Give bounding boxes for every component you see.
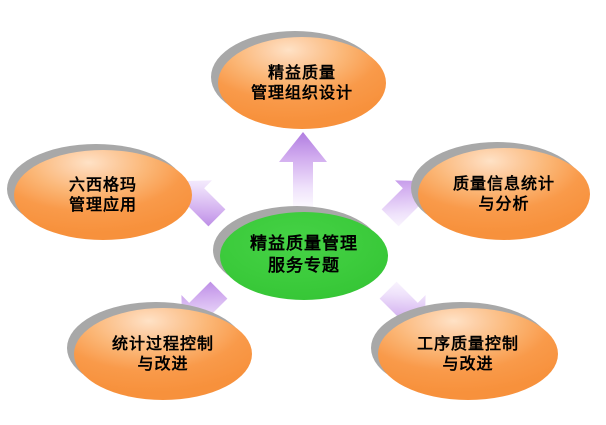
node-bottom-left[interactable]: 统计过程控制 与改进 <box>67 302 252 400</box>
node-bottom-left-body: 统计过程控制 与改进 <box>74 308 252 400</box>
node-bottom-right-label-line2: 与改进 <box>442 354 494 373</box>
node-bottom-right-label-line1: 工序质量控制 <box>416 333 519 353</box>
node-top-label-line2: 管理组织设计 <box>250 83 353 102</box>
node-right[interactable]: 质量信息统计 与分析 <box>411 142 590 240</box>
node-bottom-left-label-line2: 与改进 <box>137 354 189 373</box>
node-top-body: 精益质量 管理组织设计 <box>218 37 386 129</box>
node-right-body: 质量信息统计 与分析 <box>418 148 590 240</box>
node-top-label-line1: 精益质量 <box>267 62 336 82</box>
node-bottom-right[interactable]: 工序质量控制 与改进 <box>371 302 558 400</box>
node-right-label-line1: 质量信息统计 <box>452 173 555 193</box>
node-left-label-line1: 六西格玛 <box>68 174 137 194</box>
node-left-body: 六西格玛 管理应用 <box>14 150 192 240</box>
node-bottom-left-label-line1: 统计过程控制 <box>111 333 214 353</box>
node-left[interactable]: 六西格玛 管理应用 <box>7 144 192 240</box>
node-top[interactable]: 精益质量 管理组织设计 <box>211 31 386 129</box>
node-center-body: 精益质量管理 服务专题 <box>220 212 388 300</box>
node-center-label-line2: 服务专题 <box>268 256 340 276</box>
node-center-label-line1: 精益质量管理 <box>250 234 358 255</box>
arrow-up <box>279 132 327 212</box>
node-bottom-right-body: 工序质量控制 与改进 <box>378 308 558 400</box>
node-left-label-line2: 管理应用 <box>68 195 137 214</box>
node-right-label-line2: 与分析 <box>478 194 530 213</box>
node-center[interactable]: 精益质量管理 服务专题 <box>213 206 388 300</box>
